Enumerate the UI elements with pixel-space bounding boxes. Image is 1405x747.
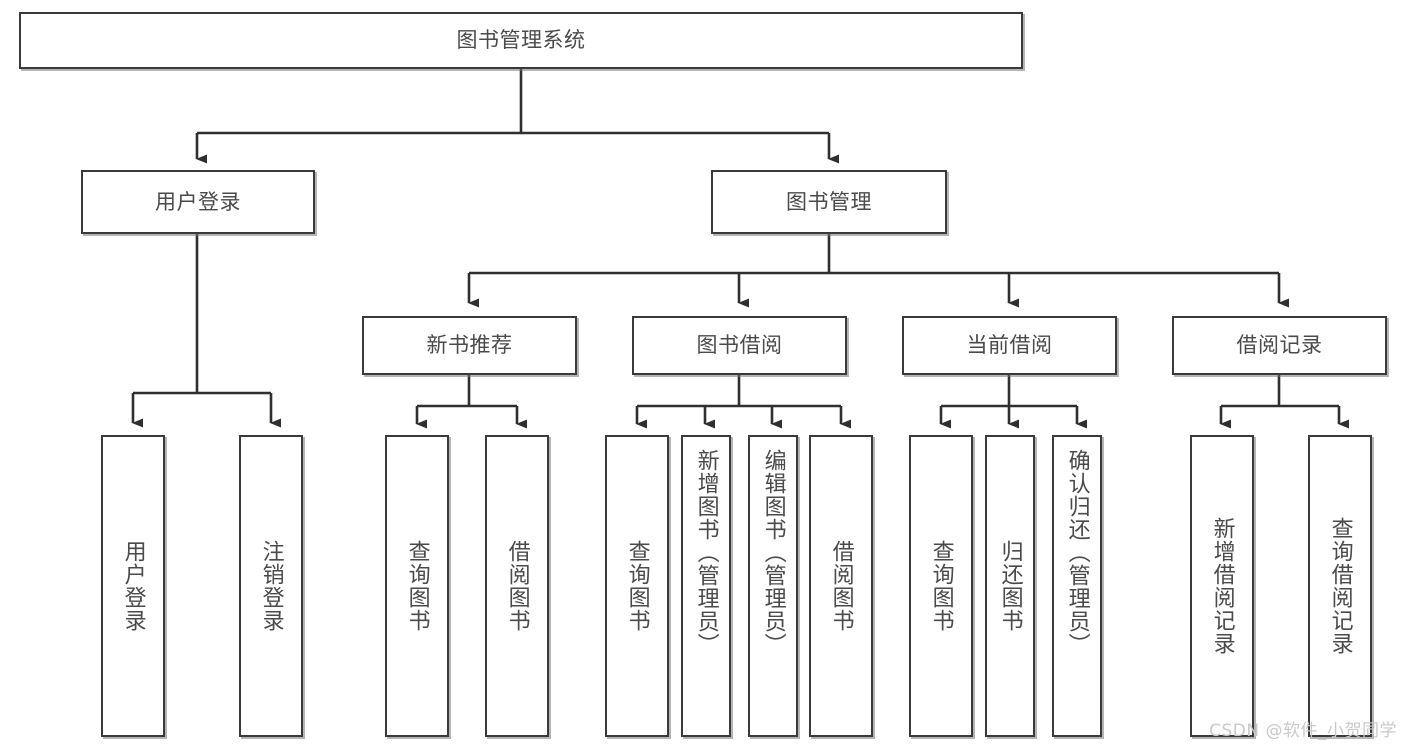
- node-leaf-confirm-return[interactable]: 确认归还（管理员）: [1052, 435, 1102, 737]
- node-leaf-edit-book[interactable]: 编辑图书（管理员）: [748, 435, 798, 737]
- node-leaf-query-book-3[interactable]: 查询图书: [909, 435, 973, 737]
- node-leaf-query-record[interactable]: 查询借阅记录: [1308, 435, 1372, 737]
- node-leaf-user-logout[interactable]: 注销登录: [239, 435, 303, 737]
- node-current-borrow[interactable]: 当前借阅: [902, 316, 1117, 375]
- node-borrow-record-label: 借阅记录: [1236, 333, 1323, 358]
- node-leaf-user-logout-label: 注销登录: [258, 540, 284, 632]
- node-leaf-add-record[interactable]: 新增借阅记录: [1190, 435, 1254, 737]
- node-book-management-label: 图书管理: [786, 189, 872, 214]
- node-leaf-edit-book-label: 编辑图书（管理员）: [760, 449, 786, 656]
- node-leaf-user-login-label: 用户登录: [120, 540, 146, 632]
- node-leaf-borrow-book-1-label: 借阅图书: [504, 540, 530, 632]
- node-new-book-recommend[interactable]: 新书推荐: [362, 316, 577, 375]
- node-leaf-add-book[interactable]: 新增图书（管理员）: [681, 435, 731, 737]
- node-leaf-query-book-3-label: 查询图书: [928, 540, 954, 632]
- node-leaf-query-book-1[interactable]: 查询图书: [385, 435, 449, 737]
- node-new-book-recommend-label: 新书推荐: [426, 333, 513, 358]
- node-book-management[interactable]: 图书管理: [711, 170, 947, 234]
- node-leaf-return-book-label: 归还图书: [997, 540, 1023, 632]
- node-book-borrow[interactable]: 图书借阅: [632, 316, 847, 375]
- node-leaf-borrow-book-2-label: 借阅图书: [828, 540, 854, 632]
- node-leaf-query-book-1-label: 查询图书: [404, 540, 430, 632]
- node-leaf-query-book-2-label: 查询图书: [624, 540, 650, 632]
- node-leaf-user-login[interactable]: 用户登录: [101, 435, 165, 737]
- node-current-borrow-label: 当前借阅: [966, 333, 1053, 358]
- node-book-borrow-label: 图书借阅: [696, 333, 783, 358]
- node-borrow-record[interactable]: 借阅记录: [1172, 316, 1387, 375]
- node-leaf-return-book[interactable]: 归还图书: [985, 435, 1035, 737]
- node-leaf-borrow-book-2[interactable]: 借阅图书: [809, 435, 873, 737]
- node-root[interactable]: 图书管理系统: [19, 12, 1023, 69]
- node-leaf-query-book-2[interactable]: 查询图书: [605, 435, 669, 737]
- node-leaf-borrow-book-1[interactable]: 借阅图书: [485, 435, 549, 737]
- node-user-login[interactable]: 用户登录: [81, 170, 315, 234]
- node-leaf-confirm-return-label: 确认归还（管理员）: [1064, 449, 1090, 656]
- node-user-login-label: 用户登录: [155, 189, 241, 214]
- watermark-text: CSDN @软件_小贺同学: [1209, 721, 1397, 741]
- node-leaf-query-record-label: 查询借阅记录: [1327, 517, 1353, 655]
- node-leaf-add-record-label: 新增借阅记录: [1209, 517, 1235, 655]
- node-leaf-add-book-label: 新增图书（管理员）: [693, 449, 719, 656]
- node-root-label: 图书管理系统: [456, 28, 586, 53]
